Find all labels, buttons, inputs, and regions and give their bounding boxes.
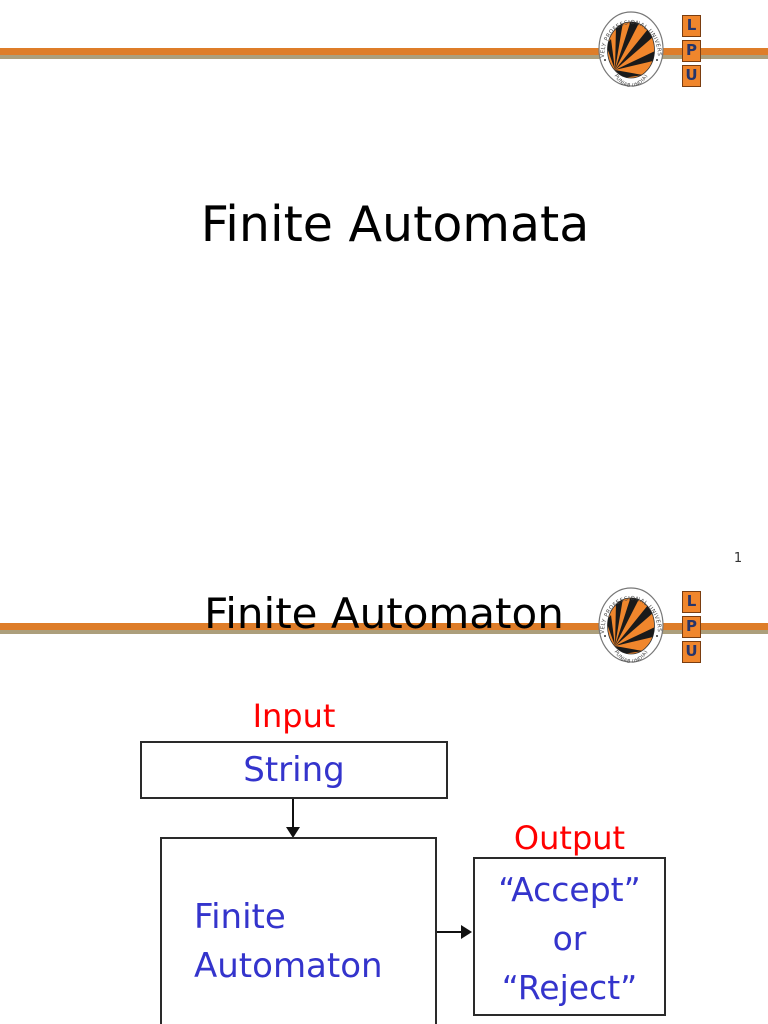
string-box: String xyxy=(140,741,448,799)
lpu-letter-squares: L P U xyxy=(682,15,701,90)
accent-line-shadow xyxy=(0,630,768,634)
output-box-label: “Reject” xyxy=(501,968,638,1007)
lpu-letter-square: L xyxy=(682,591,701,613)
lpu-letter-squares: L P U xyxy=(682,591,701,666)
accent-line-shadow xyxy=(0,55,768,59)
machine-box-label: Automaton xyxy=(194,946,383,986)
lpu-letter-square: P xyxy=(682,40,701,62)
machine-box-label: Finite xyxy=(194,897,286,937)
lpu-letter-square: U xyxy=(682,641,701,663)
lpu-letter-square: L xyxy=(682,15,701,37)
arrow-down-icon xyxy=(292,799,294,829)
slide-title: Finite Automata xyxy=(200,196,590,253)
arrow-right-icon xyxy=(437,931,463,933)
input-label: Input xyxy=(252,697,336,735)
lpu-seal-icon: LOVELY PROFESSIONAL UNIVERSITY PUNJAB (I… xyxy=(598,11,664,87)
lpu-letter-square: P xyxy=(682,616,701,638)
arrow-down-head-icon xyxy=(286,827,300,838)
accent-line xyxy=(0,623,768,630)
output-box-label: “Accept” xyxy=(498,870,641,909)
output-box: “Accept” or “Reject” xyxy=(473,857,666,1016)
lpu-seal-icon: LOVELY PROFESSIONAL UNIVERSITY PUNJAB (I… xyxy=(598,587,664,663)
string-box-label: String xyxy=(243,750,345,790)
slide-1: LOVELY PROFESSIONAL UNIVERSITY PUNJAB (I… xyxy=(0,11,768,566)
accent-line xyxy=(0,48,768,55)
machine-box: Finite Automaton xyxy=(160,837,437,1024)
lpu-letter-square: U xyxy=(682,65,701,87)
output-label: Output xyxy=(513,819,626,857)
arrow-right-head-icon xyxy=(461,925,472,939)
output-box-label: or xyxy=(552,919,587,958)
page-number: 1 xyxy=(733,551,743,566)
slide-2: LOVELY PROFESSIONAL UNIVERSITY PUNJAB (I… xyxy=(0,576,768,1024)
slide-title: Finite Automaton xyxy=(204,589,564,638)
